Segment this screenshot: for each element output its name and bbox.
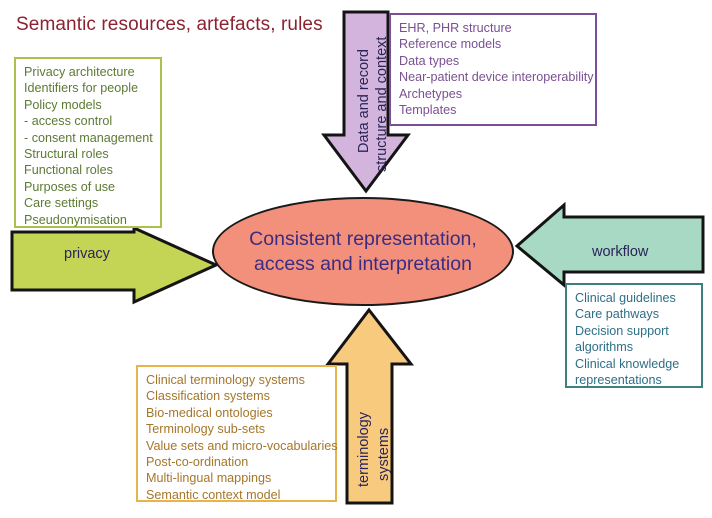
central-concept-ellipse: Consistent representation, access and in… bbox=[212, 197, 514, 306]
list-item: representations bbox=[575, 373, 662, 388]
workflow-arrow bbox=[514, 201, 705, 289]
privacy-arrow-label: privacy bbox=[64, 246, 110, 262]
list-item: Clinical knowledge bbox=[575, 356, 680, 371]
list-item: - access control bbox=[24, 114, 113, 129]
data-record-list-box: EHR, PHR structure Reference models Data… bbox=[389, 13, 597, 126]
terminology-arrow-label-line1: terminology bbox=[356, 412, 372, 487]
list-item: Value sets and micro-vocabularies bbox=[146, 438, 338, 453]
central-concept-label: Consistent representation, access and in… bbox=[249, 227, 477, 275]
list-item: Policy models bbox=[24, 97, 102, 112]
list-item: Near-patient device interoperability bbox=[399, 70, 594, 85]
list-item: EHR, PHR structure bbox=[399, 21, 512, 35]
privacy-arrow bbox=[10, 225, 220, 305]
list-item: Bio-medical ontologies bbox=[146, 405, 273, 420]
list-item: Pseudonymisation bbox=[24, 212, 127, 227]
list-item: Privacy architecture bbox=[24, 65, 135, 79]
workflow-list-box: Clinical guidelines Care pathways Decisi… bbox=[565, 283, 703, 388]
list-item: Classification systems bbox=[146, 389, 270, 404]
list-item: Care settings bbox=[24, 196, 99, 211]
list-item: algorithms bbox=[575, 340, 634, 355]
list-item: Decision support bbox=[575, 323, 669, 338]
terminology-arrow bbox=[324, 307, 415, 505]
list-item: - consent management bbox=[24, 130, 153, 145]
data-record-arrow-label-line2: structure and context bbox=[374, 36, 390, 172]
list-item: Archetypes bbox=[399, 86, 462, 101]
list-item: Structural roles bbox=[24, 147, 109, 162]
terminology-arrow-label-line2: systems bbox=[376, 427, 392, 481]
list-item: Reference models bbox=[399, 37, 502, 52]
list-item: Multi-lingual mappings bbox=[146, 471, 272, 486]
list-item: Data types bbox=[399, 53, 460, 68]
list-item: Care pathways bbox=[575, 307, 659, 322]
workflow-arrow-label: workflow bbox=[592, 244, 649, 260]
page-title: Semantic resources, artefacts, rules bbox=[16, 14, 323, 35]
data-record-arrow-label-line1: Data and record bbox=[356, 49, 372, 153]
list-item: Terminology sub-sets bbox=[146, 422, 265, 437]
list-item: Post-co-ordination bbox=[146, 455, 249, 470]
list-item: Purposes of use bbox=[24, 179, 116, 194]
list-item: Templates bbox=[399, 103, 457, 118]
list-item: Clinical guidelines bbox=[575, 291, 676, 305]
privacy-list-box: Privacy architecture Identifiers for peo… bbox=[14, 57, 162, 228]
list-item: Semantic context model bbox=[146, 487, 281, 502]
list-item: Functional roles bbox=[24, 163, 113, 178]
list-item: Clinical terminology systems bbox=[146, 373, 305, 387]
data-record-arrow bbox=[321, 10, 411, 194]
list-item: Identifiers for people bbox=[24, 81, 139, 96]
terminology-list-box: Clinical terminology systems Classificat… bbox=[136, 365, 338, 502]
